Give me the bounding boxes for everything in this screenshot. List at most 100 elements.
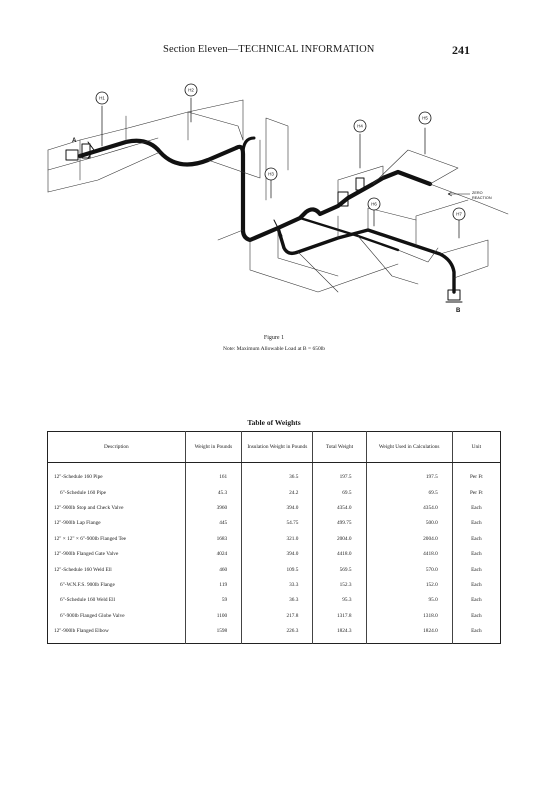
weights-table: Description Weight in Pounds Insulation … bbox=[47, 431, 501, 644]
cell-unit: Per Ft bbox=[451, 462, 501, 485]
column-header-total: Total Weight bbox=[312, 431, 367, 463]
cell-total: 1317.8 bbox=[312, 608, 367, 624]
cell-total: 499.75 bbox=[312, 515, 367, 532]
cell-description: 6"-900lb Flanged Globe Valve bbox=[60, 612, 125, 619]
section-title: Section Eleven—TECHNICAL INFORMATION bbox=[163, 44, 375, 55]
column-header-weight: Weight in Pounds bbox=[184, 431, 242, 463]
column-header-insulation: Insulation Weight in Pounds bbox=[241, 431, 313, 463]
cell-weight-used: 2004.0 bbox=[365, 531, 453, 547]
hanger-h3-label: H3 bbox=[268, 172, 274, 177]
cell-weight-used: 69.5 bbox=[365, 485, 453, 501]
table-header-row: Description Weight in Pounds Insulation … bbox=[47, 431, 501, 463]
piping-isometric-figure: H1 H2 H3 H4 H5 H6 H7 A B ZERO REACTION bbox=[38, 80, 512, 325]
cell-weight: 445 bbox=[184, 515, 242, 532]
cell-unit: Each bbox=[451, 531, 501, 547]
piping-drawing: H1 H2 H3 H4 H5 H6 H7 A B ZERO REACTION bbox=[47, 83, 509, 314]
hanger-h7-label: H7 bbox=[456, 212, 462, 217]
cell-weight: 119 bbox=[184, 577, 242, 593]
column-header-used: Weight Used in Calculations bbox=[365, 431, 453, 463]
cell-insulation: 24.2 bbox=[241, 485, 313, 501]
cell-unit: Each bbox=[451, 577, 501, 593]
cell-description: 12"-900lb Flanged Elbow bbox=[54, 628, 109, 635]
cell-unit: Each bbox=[451, 546, 501, 562]
cell-weight-used: 1824.0 bbox=[365, 623, 453, 644]
cell-insulation: 36.5 bbox=[241, 462, 313, 485]
cell-insulation: 394.0 bbox=[241, 500, 313, 516]
cell-total: 2004.0 bbox=[312, 531, 367, 547]
cell-weight: 1598 bbox=[184, 623, 242, 644]
cell-insulation: 109.5 bbox=[241, 561, 313, 578]
cell-weight-used: 95.0 bbox=[365, 592, 453, 609]
cell-description: 12" × 12" × 6"-900lb Flanged Tee bbox=[54, 535, 127, 542]
cell-weight: 460 bbox=[184, 561, 242, 578]
cell-unit: Each bbox=[451, 608, 501, 624]
column-header-description: Description bbox=[47, 431, 186, 463]
cell-insulation: 33.3 bbox=[241, 577, 313, 593]
cell-description: 6"-Schedule 160 Pipe bbox=[60, 489, 107, 496]
cell-description: 12"-Schedule 160 Weld Ell bbox=[54, 566, 112, 573]
cell-total: 152.3 bbox=[312, 577, 367, 593]
cell-total: 1824.3 bbox=[312, 623, 367, 644]
hanger-h4-label: H4 bbox=[357, 124, 363, 129]
cell-description: 6"-W.N.F.S. 900lb Flange bbox=[60, 582, 115, 589]
cell-weight: 59 bbox=[184, 592, 242, 609]
figure-caption: Figure 1 bbox=[263, 335, 285, 341]
cell-weight: 1683 bbox=[184, 531, 242, 547]
cell-weight-used: 1318.0 bbox=[365, 608, 453, 624]
cell-insulation: 226.3 bbox=[241, 623, 313, 644]
point-b-label: B bbox=[456, 308, 461, 314]
hanger-h5-label: H5 bbox=[422, 116, 428, 121]
cell-total: 197.5 bbox=[312, 462, 367, 485]
cell-weight-used: 4418.0 bbox=[365, 546, 453, 562]
zero-label: ZERO bbox=[472, 191, 483, 195]
cell-insulation: 54.75 bbox=[241, 515, 313, 532]
cell-weight: 1100 bbox=[184, 608, 242, 624]
cell-unit: Per Ft bbox=[451, 485, 501, 501]
main-pipe bbox=[77, 138, 433, 243]
hanger-h1-label: H1 bbox=[99, 96, 105, 101]
page-number: 241 bbox=[452, 43, 470, 57]
cell-insulation: 217.8 bbox=[241, 608, 313, 624]
cell-unit: Each bbox=[451, 561, 501, 578]
cell-insulation: 394.0 bbox=[241, 546, 313, 562]
point-a-label: A bbox=[72, 138, 77, 144]
page-header: Section Eleven—TECHNICAL INFORMATION 241 bbox=[0, 43, 548, 60]
cell-unit: Each bbox=[451, 515, 501, 532]
cell-total: 95.3 bbox=[312, 592, 367, 609]
cell-weight: 45.3 bbox=[184, 485, 242, 501]
cell-description: 6"-Schedule 160 Weld Ell bbox=[60, 597, 116, 604]
table-title: Table of Weights bbox=[247, 418, 301, 427]
cell-description: 12"-900lb Stop and Check Valve bbox=[54, 505, 124, 512]
cell-weight: 4024 bbox=[184, 546, 242, 562]
cell-weight-used: 4354.0 bbox=[365, 500, 453, 516]
reaction-label: REACTION bbox=[472, 196, 492, 200]
cell-total: 569.5 bbox=[312, 561, 367, 578]
cell-unit: Each bbox=[451, 592, 501, 609]
cell-description: 12"-900lb Flanged Gate Valve bbox=[54, 551, 119, 558]
cell-unit: Each bbox=[451, 623, 501, 644]
cell-total: 4418.0 bbox=[312, 546, 367, 562]
cell-weight: 161 bbox=[184, 462, 242, 485]
cell-insulation: 36.3 bbox=[241, 592, 313, 609]
hanger-h2-label: H2 bbox=[188, 88, 194, 93]
cell-weight-used: 500.0 bbox=[365, 515, 453, 532]
cell-unit: Each bbox=[451, 500, 501, 516]
cell-weight-used: 570.0 bbox=[365, 561, 453, 578]
hanger-h6-label: H6 bbox=[371, 202, 377, 207]
figure-note: Note: Maximum Allowable Load at B = 650l… bbox=[223, 346, 325, 352]
cell-weight: 3960 bbox=[184, 500, 242, 516]
cell-insulation: 321.0 bbox=[241, 531, 313, 547]
cell-description: 12"-Schedule 160 Pipe bbox=[54, 474, 103, 480]
